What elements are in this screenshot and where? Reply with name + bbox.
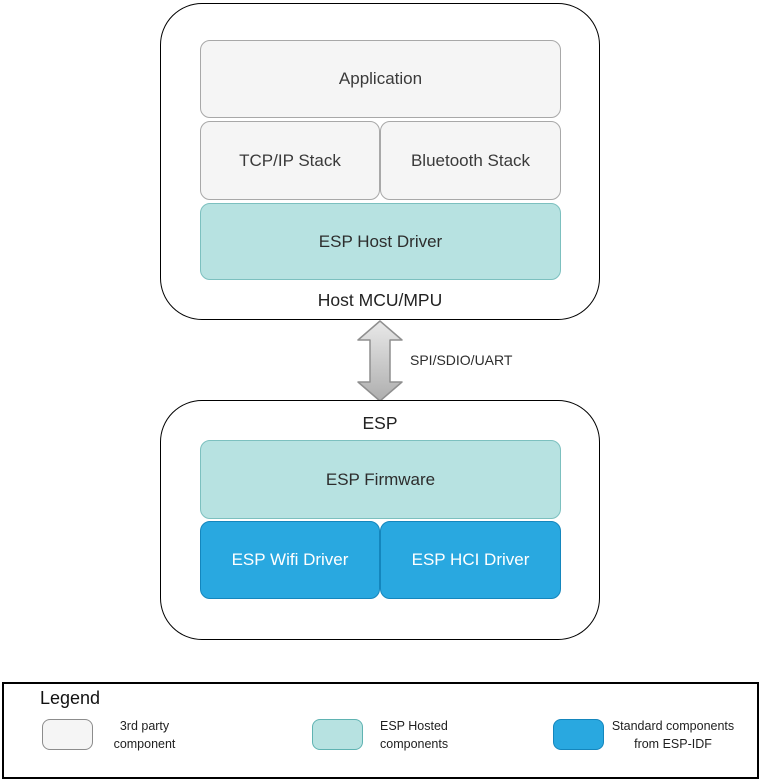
legend-label-3rd-party: 3rd party component [113, 719, 176, 752]
legend-label-esp-idf: Standard components from ESP-IDF [611, 719, 735, 752]
block-esp-wifi-driver: ESP Wifi Driver [200, 521, 380, 599]
legend-panel: Legend 3rd party component ESP Hosted co… [2, 682, 759, 779]
esp-container: ESP ESP Firmware ESP Wifi Driver ESP HCI… [160, 400, 600, 640]
block-esp-firmware: ESP Firmware [200, 440, 561, 519]
legend-swatch-3rd-party [42, 719, 93, 750]
block-esp-host-driver: ESP Host Driver [200, 203, 561, 280]
connection-label: SPI/SDIO/UART [410, 352, 513, 368]
block-esp-wifi-driver-label: ESP Wifi Driver [231, 550, 349, 569]
bidirectional-arrow-icon [357, 320, 403, 402]
legend-swatch-esp-hosted [312, 719, 363, 750]
esp-label: ESP [362, 413, 398, 433]
block-esp-firmware-label: ESP Firmware [325, 469, 436, 489]
block-tcpip-stack: TCP/IP Stack [200, 121, 380, 200]
legend-title: Legend [40, 688, 101, 708]
block-esp-host-driver-label: ESP Host Driver [318, 231, 443, 251]
host-mcu-label: Host MCU/MPU [317, 290, 443, 310]
legend-label-esp-hosted: ESP Hosted components [380, 719, 449, 752]
block-bluetooth-stack: Bluetooth Stack [380, 121, 561, 200]
block-application-label: Application [338, 69, 423, 88]
host-mcu-container: Application TCP/IP Stack Bluetooth Stack… [160, 3, 600, 320]
block-bluetooth-stack-label: Bluetooth Stack [410, 150, 531, 170]
block-application: Application [200, 40, 561, 118]
block-tcpip-stack-label: TCP/IP Stack [239, 150, 341, 170]
block-esp-hci-driver-label: ESP HCI Driver [411, 550, 530, 569]
legend-swatch-esp-idf [553, 719, 604, 750]
block-esp-hci-driver: ESP HCI Driver [380, 521, 561, 599]
